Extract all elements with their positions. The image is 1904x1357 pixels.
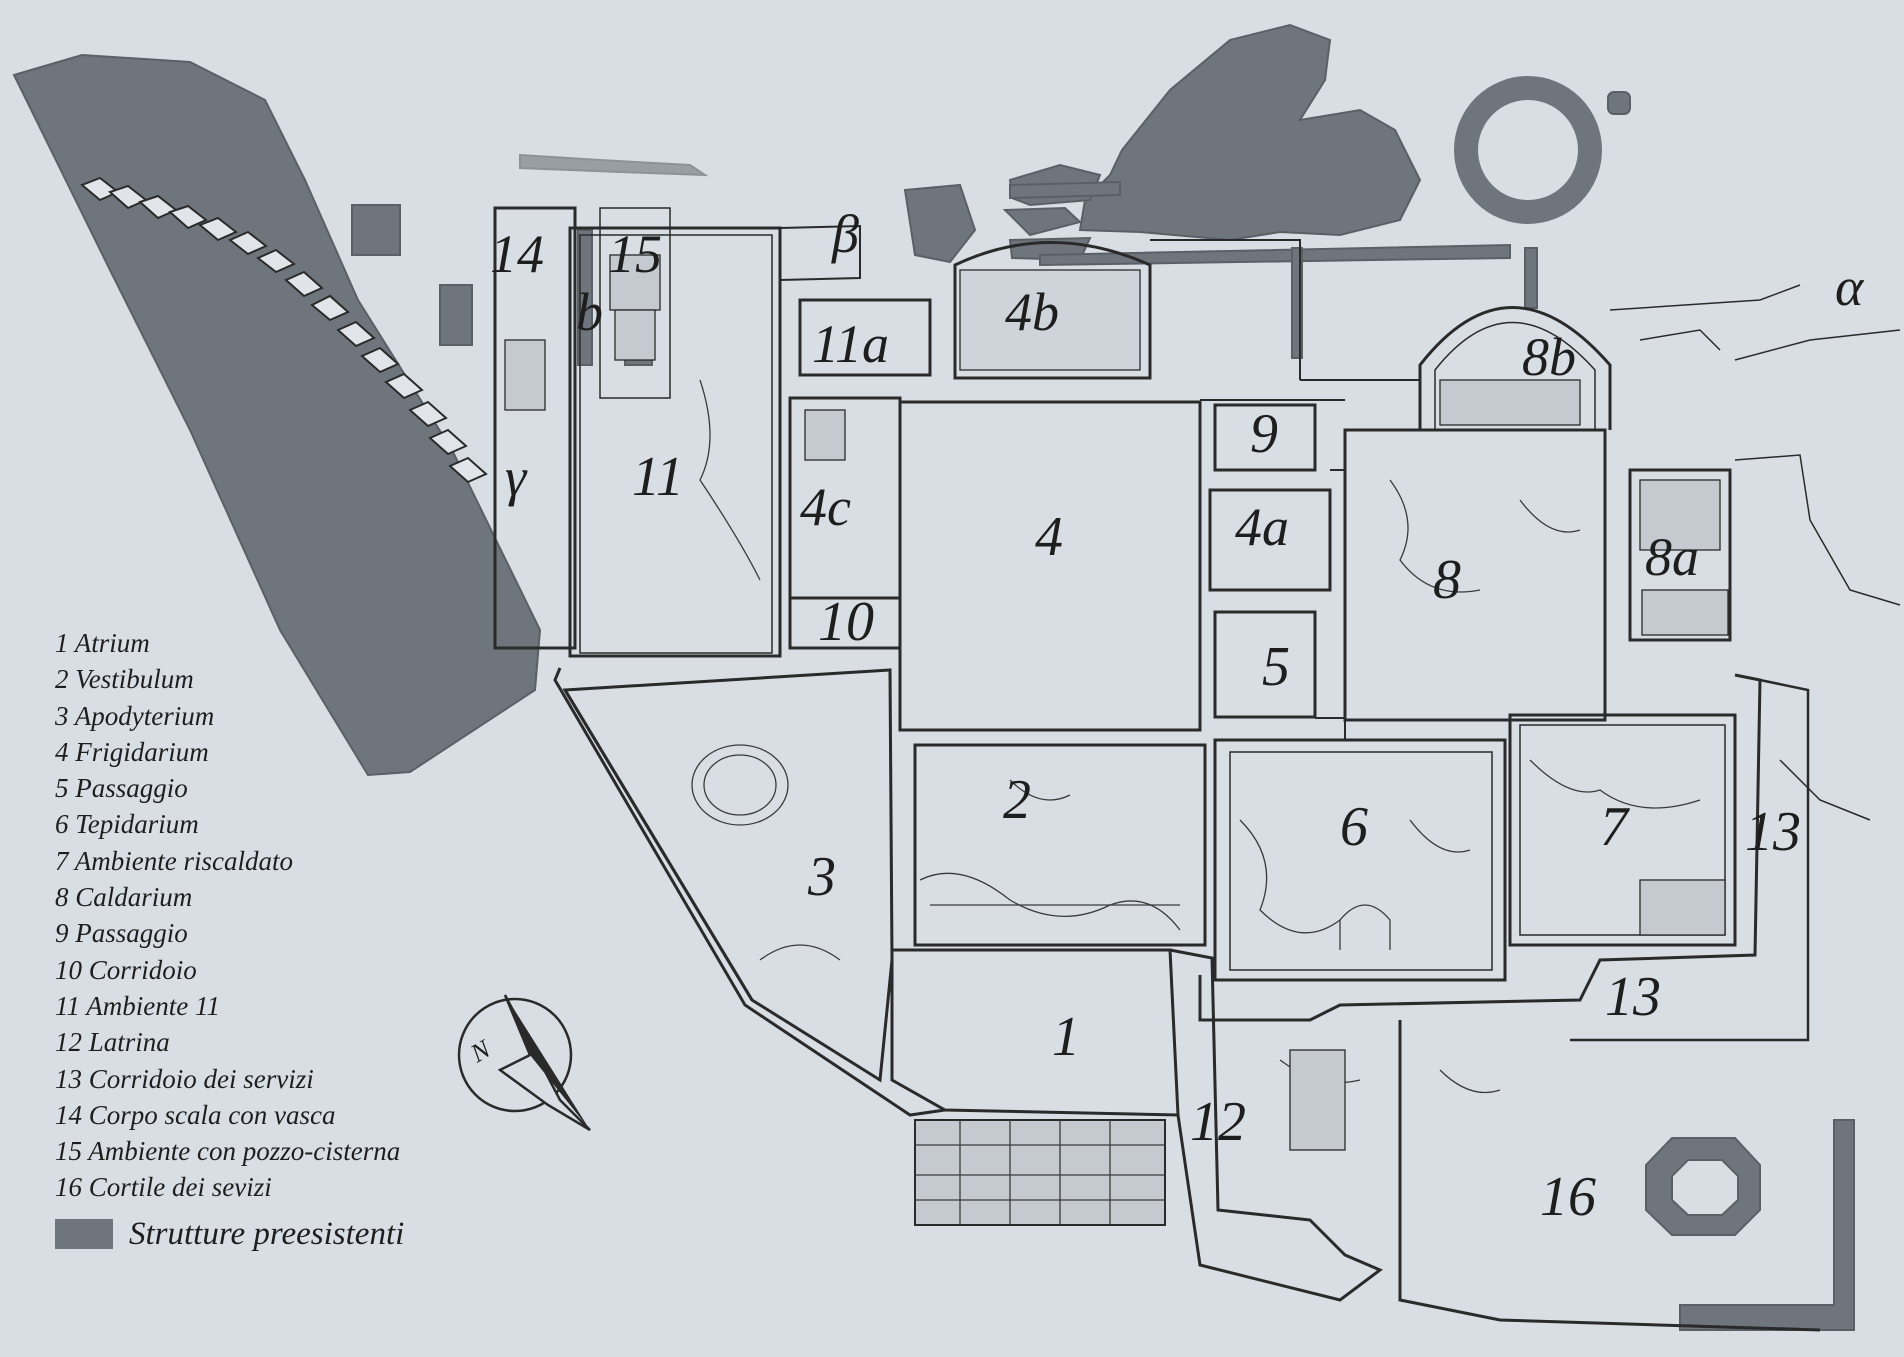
room-label-14: 14 <box>490 224 544 284</box>
preexisting-corner-16 <box>1679 1119 1855 1331</box>
preexisting-swatch <box>55 1219 113 1250</box>
room-14-15-outline <box>493 206 577 650</box>
legend-item: 7 Ambiente riscaldato <box>55 845 293 876</box>
room-label-8: 8 <box>1433 549 1461 611</box>
legend-item: 5 Passaggio <box>55 773 188 804</box>
round-basin <box>691 744 789 826</box>
preexisting-wall-northwest <box>12 53 542 777</box>
room-label-13-east: 13 <box>1745 801 1801 863</box>
room-13-corridor <box>1198 673 1762 1022</box>
preexisting-strip <box>1009 180 1121 200</box>
north-arrow-icon: N <box>457 994 591 1132</box>
room-label-15: 15 <box>608 224 662 284</box>
legend-item: 16 Cortile dei sevizi <box>55 1172 272 1203</box>
room-label-1: 1 <box>1052 1006 1080 1068</box>
preexisting-stub2 <box>1291 247 1303 359</box>
room-label-13-south: 13 <box>1605 966 1661 1028</box>
preexisting-long-north <box>1039 243 1511 267</box>
room-16-boundary <box>1398 1020 1821 1332</box>
room-label-16: 16 <box>1540 1166 1596 1228</box>
legend-item: 15 Ambiente con pozzo-cisterna <box>55 1136 401 1167</box>
walls <box>493 206 1901 1332</box>
legend-item: 6 Tepidarium <box>55 809 199 840</box>
preexisting-dot <box>1607 91 1631 115</box>
room-11a-outline <box>798 298 932 377</box>
preexisting-structures <box>12 23 1855 1331</box>
masonry-detail <box>504 254 1729 1226</box>
room-labels: 1 2 3 4 4a 4b 4c 5 6 7 8 8a 8b 9 10 11 1… <box>490 204 1865 1228</box>
room-3-outline <box>562 668 894 1083</box>
legend-item: 12 Latrina <box>55 1027 170 1058</box>
preexisting-ring <box>1454 76 1602 224</box>
north-arrow-letter: N <box>465 1034 497 1069</box>
room-6-outline <box>1213 738 1507 982</box>
room-label-4c: 4c <box>800 477 851 537</box>
preexisting-blocks-northeast <box>1078 23 1422 242</box>
preexisting-stub <box>1524 247 1538 309</box>
room-label-beta: β <box>831 204 859 264</box>
room-9-outline <box>1213 403 1317 472</box>
preexisting-west-bar2 <box>439 284 473 346</box>
preexisting-block-b <box>1002 206 1083 237</box>
room-label-12: 12 <box>1190 1091 1246 1153</box>
room-label-11a: 11a <box>812 314 889 374</box>
legend-item: 13 Corridoio dei servizi <box>55 1063 314 1094</box>
legend-item: 14 Corpo scala con vasca <box>55 1099 336 1130</box>
preexisting-west-bar <box>351 204 401 256</box>
room-7-outline <box>1508 713 1737 947</box>
legend-item: 11 Ambiente 11 <box>55 990 220 1021</box>
room-label-alpha: α <box>1835 257 1865 317</box>
legend-item: 4 Frigidarium <box>55 736 209 767</box>
legend-item: 1 Atrium <box>55 628 150 658</box>
room-11-outline <box>568 226 782 658</box>
room-label-5: 5 <box>1262 636 1290 698</box>
room-label-8b: 8b <box>1522 327 1576 387</box>
room-5-outline <box>1213 610 1317 719</box>
preexisting-mid-1 <box>903 183 977 264</box>
masonry-block-south <box>914 1119 1166 1226</box>
stair-segments <box>80 176 488 484</box>
legend-item: 8 Caldarium <box>55 882 193 913</box>
room-label-4: 4 <box>1035 506 1063 568</box>
room-4b-outline <box>953 241 1152 380</box>
legend-item: 9 Passaggio <box>55 918 188 949</box>
room-1-outline <box>890 948 1180 1117</box>
room-label-4a: 4a <box>1235 497 1289 557</box>
room-10-outline <box>788 596 902 650</box>
room-label-b: b <box>576 282 603 342</box>
room-2-outline <box>913 743 1207 947</box>
preexisting-octagon <box>1645 1137 1761 1236</box>
room-label-6: 6 <box>1340 796 1368 858</box>
room-12-outline <box>1169 948 1383 1302</box>
room-label-8a: 8a <box>1645 527 1699 587</box>
legend-item: 3 Apodyterium <box>55 700 215 731</box>
legend-preexisting-label: Strutture preesistenti <box>129 1215 405 1252</box>
room-8b-outline <box>1418 306 1612 430</box>
legend-item: 2 Vestibulum <box>55 664 194 695</box>
room-label-10: 10 <box>818 591 874 653</box>
room-8a-outline <box>1628 468 1732 642</box>
preexisting-mid-2 <box>577 229 593 366</box>
wall-west-outer <box>553 667 946 1117</box>
room-label-7: 7 <box>1600 796 1630 858</box>
room-8-outline <box>1343 428 1607 722</box>
legend-item: 10 Corridoio <box>55 954 197 985</box>
room-4a-outline <box>1208 488 1332 592</box>
room-label-11: 11 <box>632 446 684 508</box>
legend: 1 Atrium 2 Vestibulum 3 Apodyterium 4 Fr… <box>55 625 404 1253</box>
room-label-9: 9 <box>1250 403 1278 465</box>
legend-preexisting: Strutture preesistenti <box>55 1216 404 1253</box>
room-label-3: 3 <box>807 846 836 908</box>
room-label-gamma: γ <box>505 447 528 507</box>
room-label-2: 2 <box>1003 769 1031 831</box>
room-label-4b: 4b <box>1005 282 1059 342</box>
preexisting-sketch-stroke <box>519 153 709 177</box>
